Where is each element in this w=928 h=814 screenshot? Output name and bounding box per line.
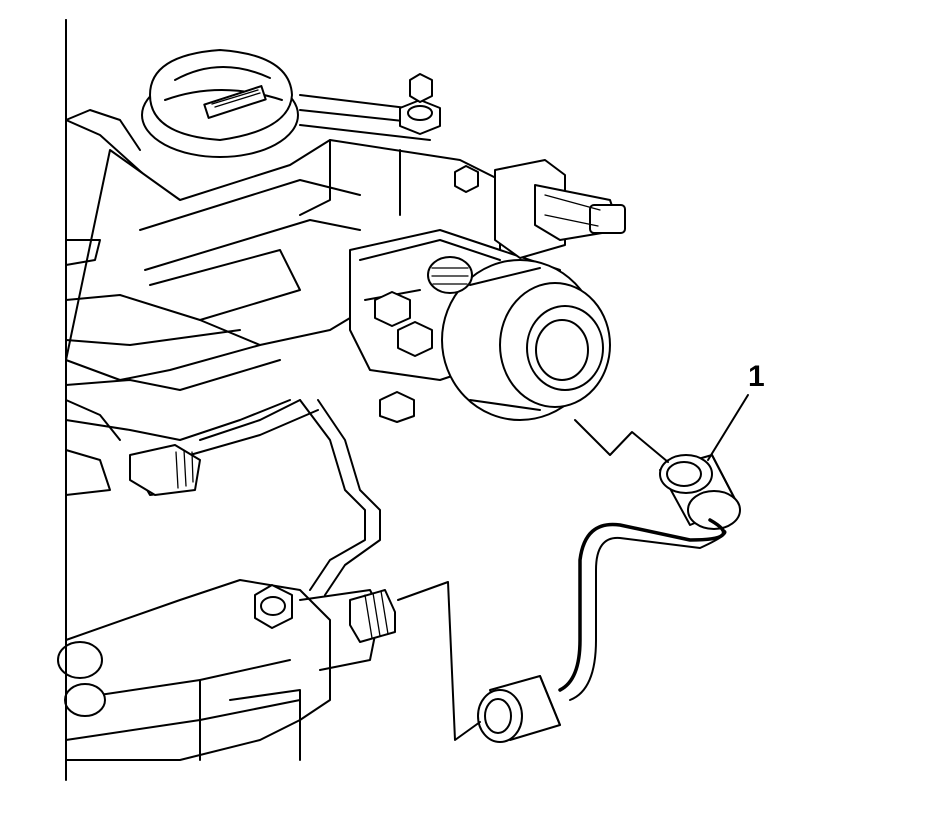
wiring-harness	[189, 399, 381, 596]
fuel-feed-pipe	[477, 454, 741, 743]
oil-fill-cap	[141, 49, 299, 158]
fuel-rail-inlet-thread	[349, 589, 396, 643]
leader-lines	[397, 394, 749, 741]
pipe-lower-flare-nut	[477, 675, 561, 743]
callout-1-label: 1	[748, 360, 765, 393]
pump-electrical-connector	[494, 159, 626, 259]
lower-sensor	[129, 444, 201, 496]
engine-block	[65, 19, 501, 496]
fuel-rail-area	[57, 579, 381, 761]
mounting-bracket	[299, 73, 479, 193]
pipe-upper-flare-nut	[659, 454, 741, 530]
pump-inlet-fitting	[374, 256, 473, 423]
